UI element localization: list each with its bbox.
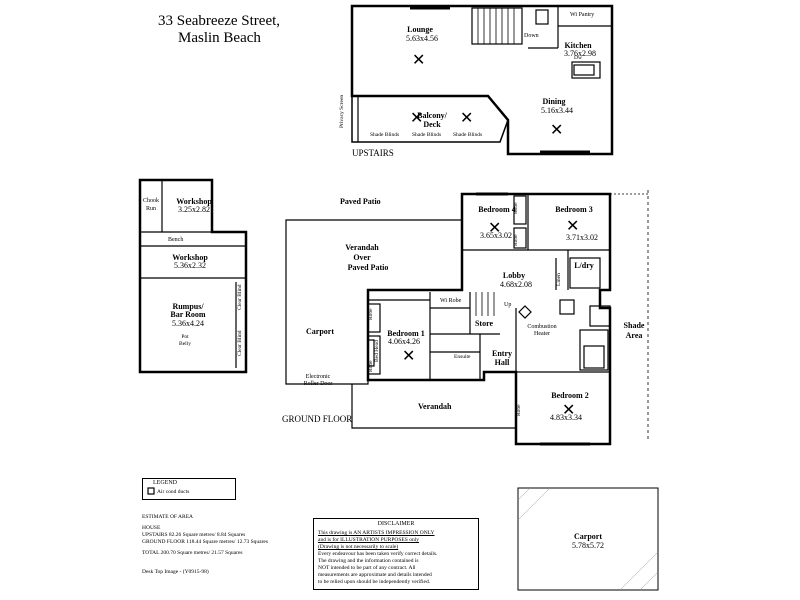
estimate-upstairs: UPSTAIRS 82.26 Square metres/ 8.84 Squar… [142, 532, 246, 538]
disclaimer-title: DISCLAIMER [377, 521, 415, 527]
clear-blind-1: Clear Blind [237, 284, 243, 310]
disclaimer-line: measurements are approximate and details… [318, 572, 432, 578]
legend-box: LEGEND Air cond ducts [142, 478, 236, 500]
robe-label-b1b: Robe [368, 360, 374, 372]
pot-belly-2: Belly [179, 341, 191, 347]
disclaimer-line: to be relied upon should be independentl… [318, 579, 431, 585]
wi-robe-label: Wi Robe [440, 298, 462, 304]
shade-area-2: Area [625, 331, 643, 340]
ceiling-fan-icon: ✕ [566, 218, 580, 235]
verandah-label: Verandah [418, 402, 452, 411]
estimate-heading: ESTIMATE OF AREA [142, 514, 194, 520]
lounge-label: Lounge [407, 25, 433, 34]
dw-label: Dw [574, 55, 582, 61]
workshop-a-label: Workshop [176, 197, 212, 206]
pot-belly-1: Pot [181, 334, 189, 340]
disclaimer-line: Every endeavour has been taken verify co… [318, 551, 438, 557]
entry-hall-2: Hall [494, 358, 510, 367]
carport-label: Carport [306, 327, 334, 336]
disclaimer-line: (Drawing is not necessarily to scale) [318, 544, 399, 550]
chook-run-1: Chook [142, 198, 160, 204]
bedroom3-label: Bedroom 3 [555, 205, 593, 214]
linen-label: Linen [556, 273, 562, 286]
robe-label-b2: Robe [516, 404, 522, 416]
combustion-2: Heater [534, 331, 550, 337]
address-line1: 33 Seabreeze Street, [158, 13, 281, 29]
bedroom1-label: Bedroom 1 [387, 329, 425, 338]
roller-door-1: Electronic [305, 374, 331, 380]
paved-patio-label: Paved Patio [340, 197, 381, 206]
legend-item: Air cond ducts [157, 489, 190, 495]
bedroom4-label: Bedroom 4 [478, 205, 516, 214]
clear-blind-2: Clear Blind [237, 330, 243, 356]
ground-floor-label: GROUND FLOOR [282, 414, 353, 424]
shade-blinds-1: Shade Blinds [370, 132, 400, 138]
ensuite-label: Ensuite [454, 354, 471, 360]
robe-label-b1: Robe [368, 308, 374, 320]
store-label: Store [474, 319, 494, 328]
down-label: Down [524, 33, 539, 39]
disclaimer-box: DISCLAIMER This drawing is AN ARTISTS IM… [313, 518, 479, 590]
ceiling-fan-icon: ✕ [412, 52, 426, 69]
up-label: Up [504, 302, 512, 308]
entry-hall-1: Entry [492, 349, 512, 358]
verandah-over-1: Verandah [345, 243, 379, 252]
bedroom1-dims: 4.06x4.26 [388, 337, 420, 346]
balcony-label-2: Deck [423, 120, 441, 129]
rumpus-2: Bar Room [170, 310, 206, 319]
disclaimer-line: This drawing is AN ARTISTS IMPRESSION ON… [318, 530, 435, 536]
workshop-b-label: Workshop [172, 253, 208, 262]
balcony-label-1: Balcony/ [417, 111, 447, 120]
ceiling-fan-icon: ✕ [488, 220, 502, 237]
ceiling-fan-icon: ✕ [402, 348, 416, 365]
legend-title: LEGEND [153, 480, 177, 486]
rumpus-1: Rumpus/ [172, 302, 204, 311]
shade-blinds-3: Shade Blinds [453, 132, 483, 138]
kitchen-label: Kitchen [564, 41, 592, 50]
bench-label: Bench [168, 237, 184, 243]
verandah-over-3: Paved Patio [347, 263, 389, 272]
dining-dims: 5.16x3.44 [541, 106, 573, 115]
rumpus-dims: 5.36x4.24 [172, 319, 204, 328]
workshop-a-dims: 3.25x2.82 [178, 205, 210, 214]
bedroom2-dims: 4.83x3.34 [550, 413, 582, 422]
disclaimer-line: and is for ILLUSTRATION PURPOSES only [318, 537, 419, 543]
disclaimer-line: NOT intended to be part of any contract.… [318, 565, 416, 571]
bedroom3-dims: 3.71x3.02 [566, 233, 598, 242]
roller-door-2: Roller Door [303, 381, 333, 387]
ceiling-fan-icon: ✕ [460, 110, 474, 127]
privacy-screen-label: Privacy Screen [339, 94, 345, 128]
bedroom2-label: Bedroom 2 [551, 391, 589, 400]
combustion-1: Combustion [527, 324, 557, 330]
bedroom4-dims: 3.65x3.02 [480, 231, 512, 240]
image-ref: Desk Top Image - (Y0915-98) [142, 569, 209, 575]
ldry-label: L/dry [574, 261, 594, 270]
ceiling-fan-icon: ✕ [562, 402, 576, 419]
bed-head-label: Bed Head [374, 340, 380, 362]
estimate-ground: GROUND FLOOR 118.44 Square metres/ 12.73… [142, 539, 268, 545]
lobby-dims: 4.68x2.08 [500, 280, 532, 289]
shade-area-1: Shade [623, 321, 645, 330]
wi-pantry-label: Wi Pantry [570, 12, 595, 18]
kitchen-dims: 3.76x2.98 [564, 49, 596, 58]
address-line2: Maslin Beach [178, 30, 261, 46]
verandah-over-2: Over [353, 253, 371, 262]
carport-detached-label: Carport [574, 532, 602, 541]
dining-label: Dining [542, 97, 566, 106]
upstairs-label: UPSTAIRS [352, 148, 394, 158]
shade-blinds-2: Shade Blinds [412, 132, 442, 138]
carport-detached-dims: 5.78x5.72 [572, 541, 604, 550]
disclaimer-line: The drawing and the information containe… [318, 558, 419, 564]
ceiling-fan-icon: ✕ [410, 110, 424, 127]
lobby-label: Lobby [502, 271, 526, 280]
estimate-total: TOTAL 200.70 Square metres/ 21.57 Square… [142, 550, 243, 556]
robe-label-b4: Robe [513, 202, 519, 214]
lounge-dims: 5.63x4.56 [406, 34, 438, 43]
estimate-house: HOUSE [142, 525, 161, 531]
robe-label-b3: Robe [513, 234, 519, 246]
chook-run-2: Run [145, 206, 157, 212]
ceiling-fan-icon: ✕ [550, 122, 564, 139]
workshop-b-dims: 5.36x2.32 [174, 261, 206, 270]
